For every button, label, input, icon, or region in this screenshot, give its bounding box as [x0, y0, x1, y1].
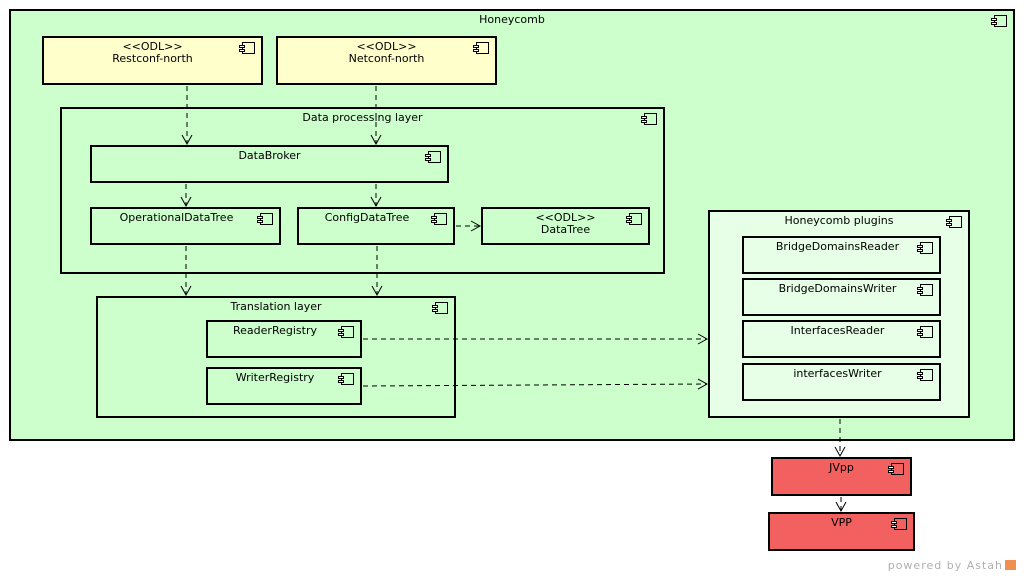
component-icon [917, 326, 933, 338]
jvpp-component: JVpp [771, 457, 912, 496]
restconf-north-title: Restconf-north [112, 52, 193, 65]
netconf-north-stereotype: <<ODL>> [356, 40, 417, 53]
netconf-north-title: Netconf-north [348, 52, 425, 65]
component-icon [946, 216, 962, 228]
component-icon [917, 284, 933, 296]
data-broker-component: DataBroker [90, 145, 449, 183]
bridge-domains-writer-component: BridgeDomainsWriter [742, 278, 941, 316]
reader-registry-component: ReaderRegistry [206, 320, 362, 358]
reader-registry-title: ReaderRegistry [233, 324, 317, 337]
restconf-north-component: <<ODL>> Restconf-north [42, 36, 263, 85]
writer-registry-title: WriterRegistry [235, 371, 315, 384]
operational-data-tree-component: OperationalDataTree [90, 207, 281, 245]
odl-data-tree-component: <<ODL>> DataTree [481, 207, 650, 245]
component-icon [991, 15, 1007, 27]
astah-logo-icon [1005, 560, 1016, 570]
operational-data-tree-title: OperationalDataTree [119, 211, 234, 224]
component-icon [626, 213, 642, 225]
honeycomb-plugins-title: Honeycomb plugins [784, 214, 894, 227]
vpp-title: VPP [831, 516, 852, 529]
interfaces-writer-title: interfacesWriter [793, 367, 882, 380]
component-icon [431, 213, 447, 225]
bridge-domains-reader-component: BridgeDomainsReader [742, 236, 941, 274]
interfaces-writer-component: interfacesWriter [742, 363, 941, 401]
data-processing-layer-component: Data processing layer [60, 107, 665, 274]
config-data-tree-component: ConfigDataTree [297, 207, 455, 245]
odl-data-tree-stereotype: <<ODL>> [535, 211, 596, 224]
config-data-tree-title: ConfigDataTree [324, 211, 410, 224]
odl-data-tree-title: DataTree [540, 223, 591, 236]
component-icon [338, 326, 354, 338]
watermark-text: powered by Astah [887, 559, 1003, 572]
restconf-north-stereotype: <<ODL>> [122, 40, 183, 53]
interfaces-reader-component: InterfacesReader [742, 320, 941, 358]
component-icon [257, 213, 273, 225]
netconf-north-component: <<ODL>> Netconf-north [276, 36, 497, 85]
bridge-domains-writer-title: BridgeDomainsWriter [778, 282, 897, 295]
component-icon [338, 373, 354, 385]
component-icon [239, 42, 255, 54]
translation-layer-title: Translation layer [230, 300, 322, 313]
vpp-component: VPP [768, 512, 915, 551]
component-icon [473, 42, 489, 54]
component-icon [917, 242, 933, 254]
astah-watermark: powered by Astah [888, 559, 1016, 572]
component-icon [888, 463, 904, 475]
writer-registry-component: WriterRegistry [206, 367, 362, 405]
bridge-domains-reader-title: BridgeDomainsReader [775, 240, 900, 253]
component-icon [425, 151, 441, 163]
component-icon [917, 369, 933, 381]
jvpp-title: JVpp [829, 461, 854, 474]
data-broker-title: DataBroker [238, 149, 301, 162]
interfaces-reader-title: InterfacesReader [790, 324, 885, 337]
data-processing-layer-title: Data processing layer [302, 111, 423, 124]
component-icon [891, 518, 907, 530]
component-icon [641, 113, 657, 125]
honeycomb-title: Honeycomb [479, 13, 545, 26]
component-icon [432, 302, 448, 314]
